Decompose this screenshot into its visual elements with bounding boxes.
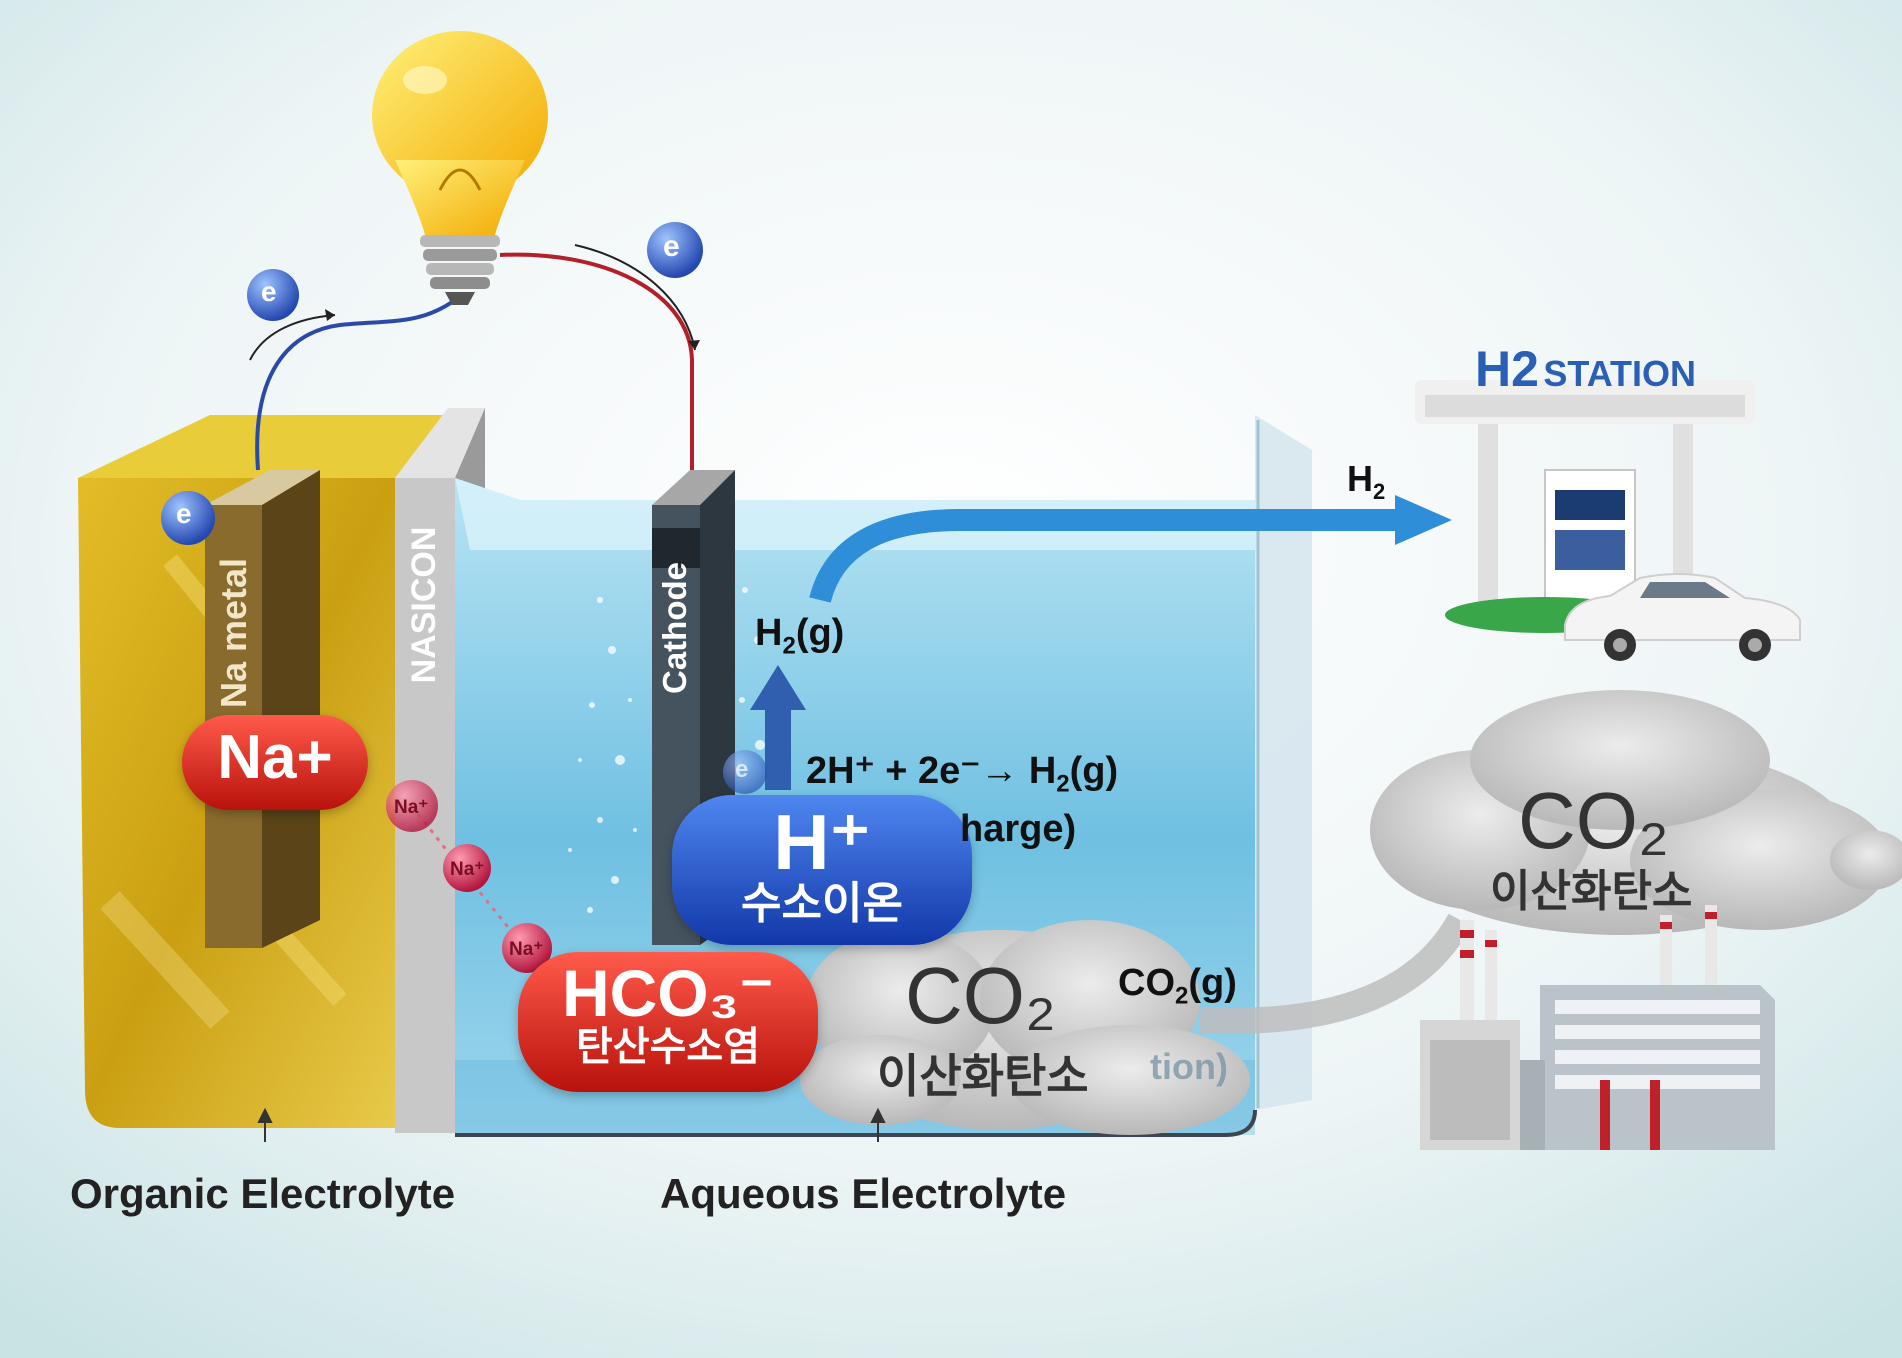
na-ion-markers xyxy=(386,780,552,973)
h2-rising-arrow xyxy=(750,665,806,790)
electron-label: e xyxy=(735,756,749,783)
co2-tank-label: CO₂ xyxy=(905,951,1057,1040)
aqueous-electrolyte-caption: Aqueous Electrolyte xyxy=(660,1170,1067,1217)
hydrogen-bubbles xyxy=(568,587,765,913)
electron-label: e xyxy=(176,498,192,529)
nasicon-label: NASICON xyxy=(405,526,443,684)
co2-factory-label-kr: 이산화탄소 xyxy=(1490,867,1693,916)
electron-label: e xyxy=(663,230,680,263)
co2-cloud-factory xyxy=(1370,690,1902,935)
reaction-note: harge) xyxy=(960,808,1077,850)
na-metal-label: Na metal xyxy=(213,557,254,709)
external-circuit xyxy=(249,244,700,471)
co2-gas-label: CO2(g) xyxy=(1118,962,1237,1010)
h2-flow-arrow xyxy=(809,495,1452,604)
co2-flow-band xyxy=(1199,913,1472,1034)
electrolyte-pointers xyxy=(257,1107,886,1142)
hydrogen-ion-badge: H⁺ 수소이온 xyxy=(672,795,972,945)
na-ion-label: Na⁺ xyxy=(509,939,544,960)
electron-label: e xyxy=(261,276,277,307)
electron-markers xyxy=(161,222,767,794)
co2-factory-label: CO₂ xyxy=(1518,776,1670,865)
factory-icon xyxy=(1420,905,1775,1150)
cathode-label: Cathode xyxy=(656,562,693,694)
reaction-equation: 2H⁺ + 2e⁻→ H2(g) xyxy=(806,750,1119,798)
organic-electrolyte-caption: Organic Electrolyte xyxy=(70,1170,456,1217)
co2-tank-label-kr: 이산화탄소 xyxy=(877,1050,1089,1102)
na-metal-anode xyxy=(205,470,320,948)
bicarbonate-badge: HCO₃⁻ 탄산수소염 xyxy=(518,952,818,1092)
co2-cloud-tank xyxy=(800,920,1250,1135)
na-ion-label: Na⁺ xyxy=(394,797,429,818)
h2-flow-label: H2 xyxy=(1347,458,1386,505)
h2-station-title: H2 STATION xyxy=(1475,341,1697,397)
light-bulb-icon xyxy=(372,31,548,305)
co2-reaction-note: tion) xyxy=(1150,1046,1228,1087)
h2-gas-label: H2(g) xyxy=(755,612,845,660)
h2-station-icon xyxy=(1415,380,1801,661)
na-ion-label: Na⁺ xyxy=(450,859,485,880)
na-ion-badge: Na+ xyxy=(182,715,368,810)
